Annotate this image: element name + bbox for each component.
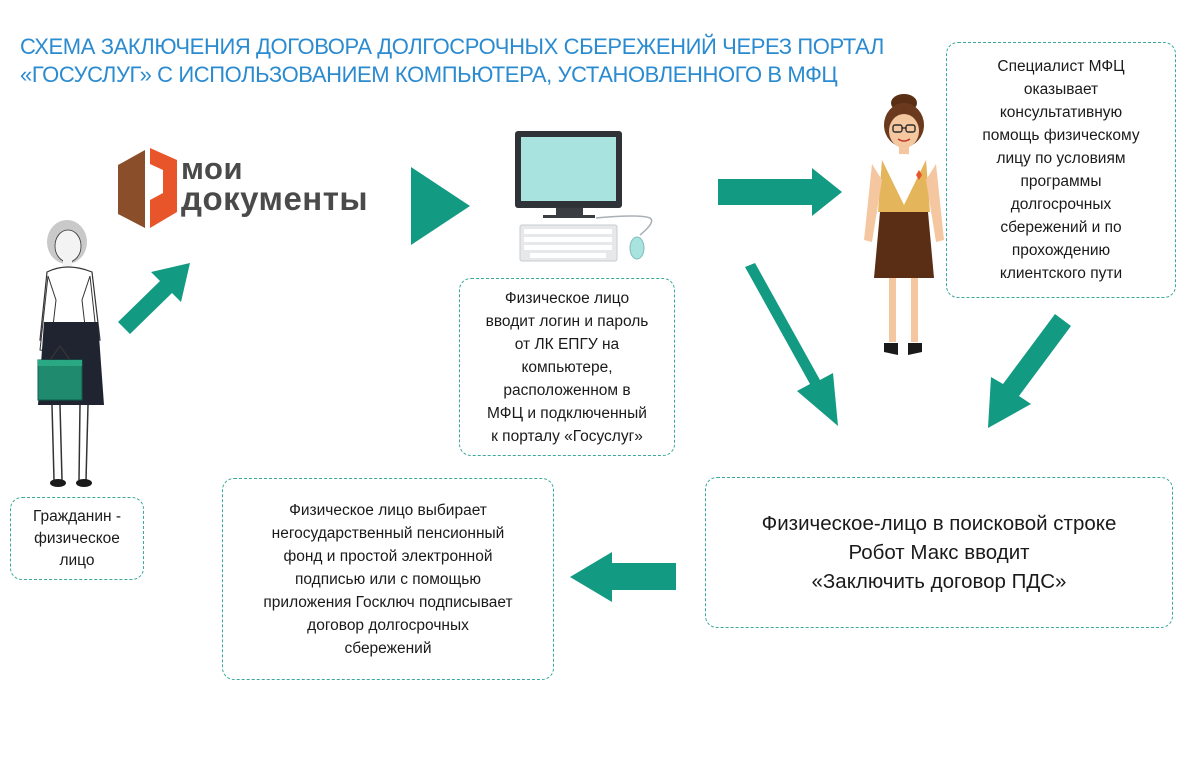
select-fund-step-text: Физическое лицо выбирает негосударственн… xyxy=(263,501,513,657)
select-fund-step-box: Физическое лицо выбирает негосударственн… xyxy=(222,478,554,680)
title-line-1: СХЕМА ЗАКЛЮЧЕНИЯ ДОГОВОРА ДОЛГОСРОЧНЫХ С… xyxy=(20,34,884,59)
title-line-2: «ГОСУСЛУГ» С ИСПОЛЬЗОВАНИЕМ КОМПЬЮТЕРА, … xyxy=(20,62,838,87)
arrow-logo-to-computer-icon xyxy=(411,167,470,245)
arrows xyxy=(118,167,1071,602)
specialist-woman-icon xyxy=(864,94,944,355)
citizen-woman-icon xyxy=(37,220,104,487)
specialist-step-box: Специалист МФЦ оказывает консультативную… xyxy=(946,42,1176,298)
search-step-box: Физическое-лицо в поисковой строке Робот… xyxy=(705,477,1173,628)
moi-dokumenty-logo-icon xyxy=(118,148,177,228)
login-step-text: Физическое лицо вводит логин и пароль от… xyxy=(485,289,649,445)
arrow-citizen-to-logo-icon xyxy=(118,263,190,334)
arrow-specialist-to-search-icon xyxy=(988,314,1071,428)
citizen-label: Гражданин - физическое лицо xyxy=(32,507,122,569)
logo-text-moi: мои xyxy=(181,151,244,186)
specialist-step-text: Специалист МФЦ оказывает консультативную… xyxy=(982,58,1140,282)
search-step-text: Физическое-лицо в поисковой строке Робот… xyxy=(761,512,1117,593)
diagram-title: СХЕМА ЗАКЛЮЧЕНИЯ ДОГОВОРА ДОЛГОСРОЧНЫХ С… xyxy=(20,33,884,89)
arrow-computer-to-specialist-icon xyxy=(718,168,842,216)
login-step-box: Физическое лицо вводит логин и пароль от… xyxy=(459,278,675,456)
arrow-search-to-select-icon xyxy=(570,552,676,602)
citizen-box: Гражданин - физическое лицо xyxy=(10,497,144,580)
arrow-computer-to-search-icon xyxy=(745,263,838,426)
computer-icon xyxy=(515,131,653,262)
logo-text-dokumenty: документы xyxy=(181,180,369,217)
